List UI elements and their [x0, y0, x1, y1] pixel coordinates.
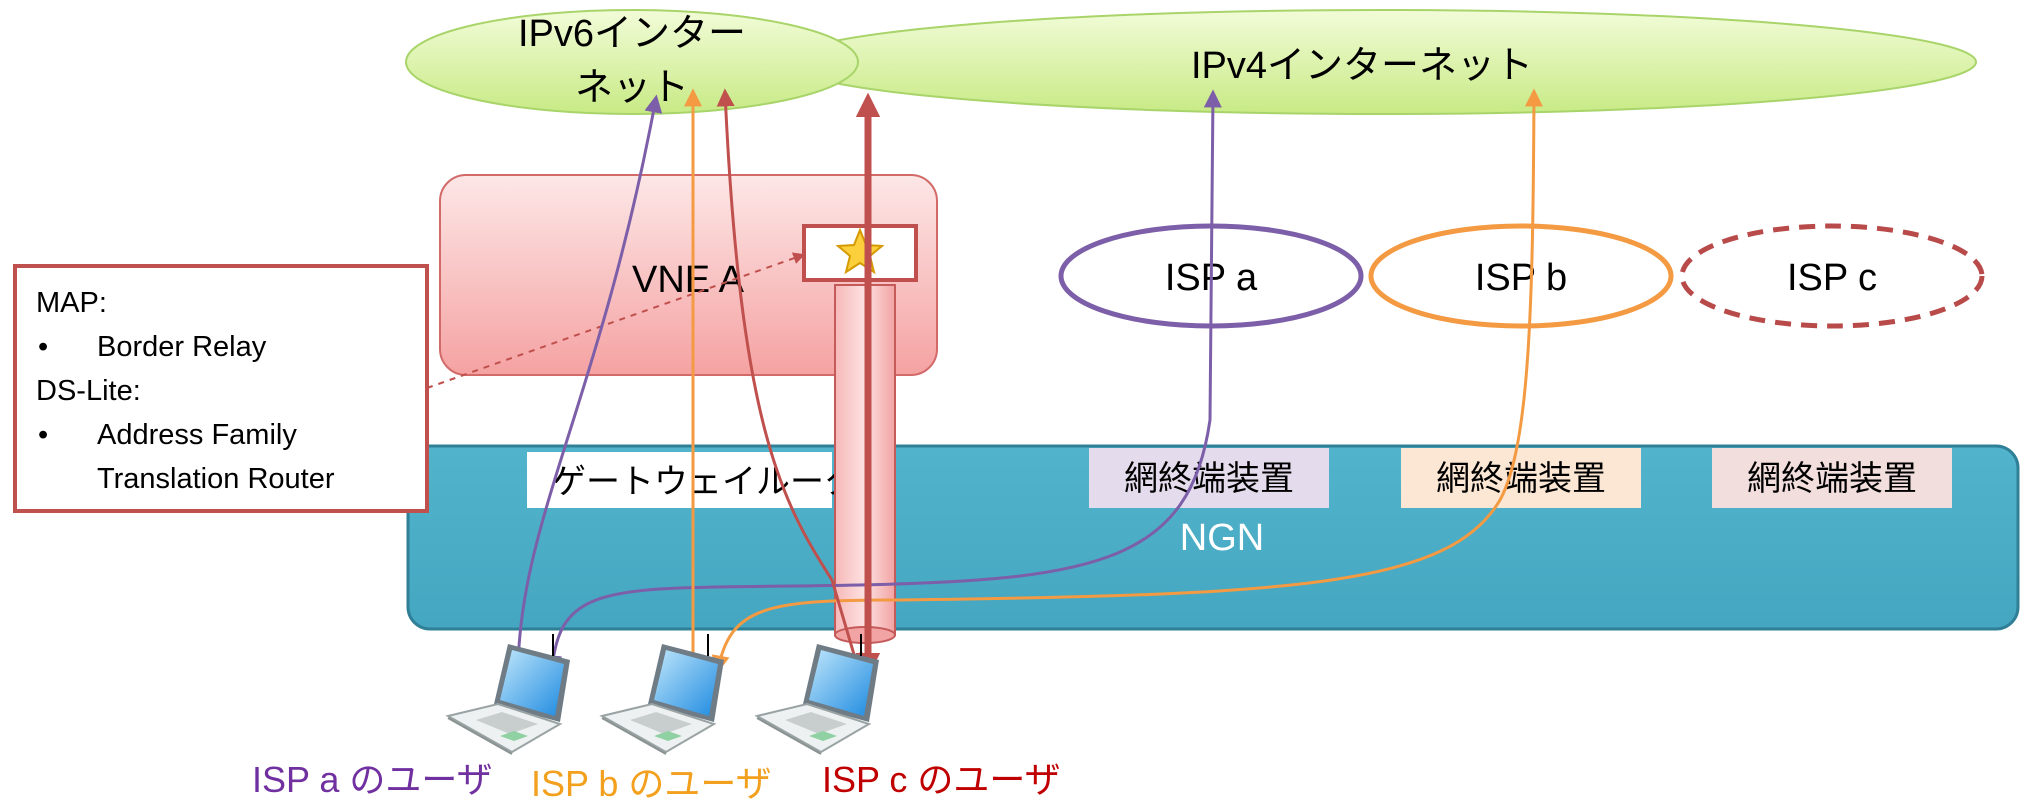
isp-c-user-label: ISP c のユーザ: [822, 759, 1061, 800]
border-relay-node: [802, 224, 918, 282]
isp-c-label: ISP c: [1787, 257, 1877, 299]
ngn-label: NGN: [1180, 517, 1264, 559]
ipv6-internet-label-line1: IPv6インター: [518, 13, 746, 55]
network-terminal-isp-b-label: 網終端装置: [1436, 460, 1606, 498]
callout-aftr-line1: Address Family: [97, 419, 297, 451]
border-relay-callout: MAP: • Border Relay DS-Lite: • Address F…: [13, 264, 429, 513]
ipv4-internet-label: IPv4インターネット: [1191, 45, 1533, 87]
isp-b-user-label: ISP b のユーザ: [531, 763, 772, 800]
isp-c-ipv6-path-end: [830, 579, 863, 672]
ngn-network: NGN ゲートウェイルータ 網終端装置 網終端装置 網終端装置: [406, 444, 2020, 631]
callout-aftr-line2: Translation Router: [97, 463, 335, 495]
network-terminal-isp-a-label: 網終端装置: [1124, 460, 1294, 498]
callout-border-relay: Border Relay: [97, 331, 267, 363]
ipv6-internet-label-line2: ネット: [575, 67, 689, 109]
isp-a-user-label: ISP a のユーザ: [252, 759, 493, 800]
isp-c-node: ISP c: [1679, 223, 1985, 329]
network-terminal-isp-c: [1712, 448, 1952, 508]
isp-b-ipv4-path: [711, 88, 1543, 674]
isp-b-node: ISP b: [1368, 223, 1674, 329]
network-terminal-isp-c-label: 網終端装置: [1747, 460, 1917, 498]
callout-map-heading: MAP:: [36, 287, 107, 319]
laptop-icon: [445, 644, 570, 755]
isp-c-ipv6-path: [716, 88, 834, 581]
callout-bullet: •: [38, 331, 48, 363]
ipv4-internet-cloud: IPv4インターネット: [783, 9, 1977, 115]
gateway-router-label: ゲートウェイルータ: [552, 463, 858, 501]
laptop-icon: [599, 644, 724, 755]
isp-b-label: ISP b: [1475, 257, 1567, 299]
callout-dslite-heading: DS-Lite:: [36, 375, 141, 407]
laptop-icon: [754, 644, 879, 755]
callout-bullet: •: [38, 419, 48, 451]
ipv6-internet-cloud: IPv6インター ネット: [405, 9, 859, 115]
